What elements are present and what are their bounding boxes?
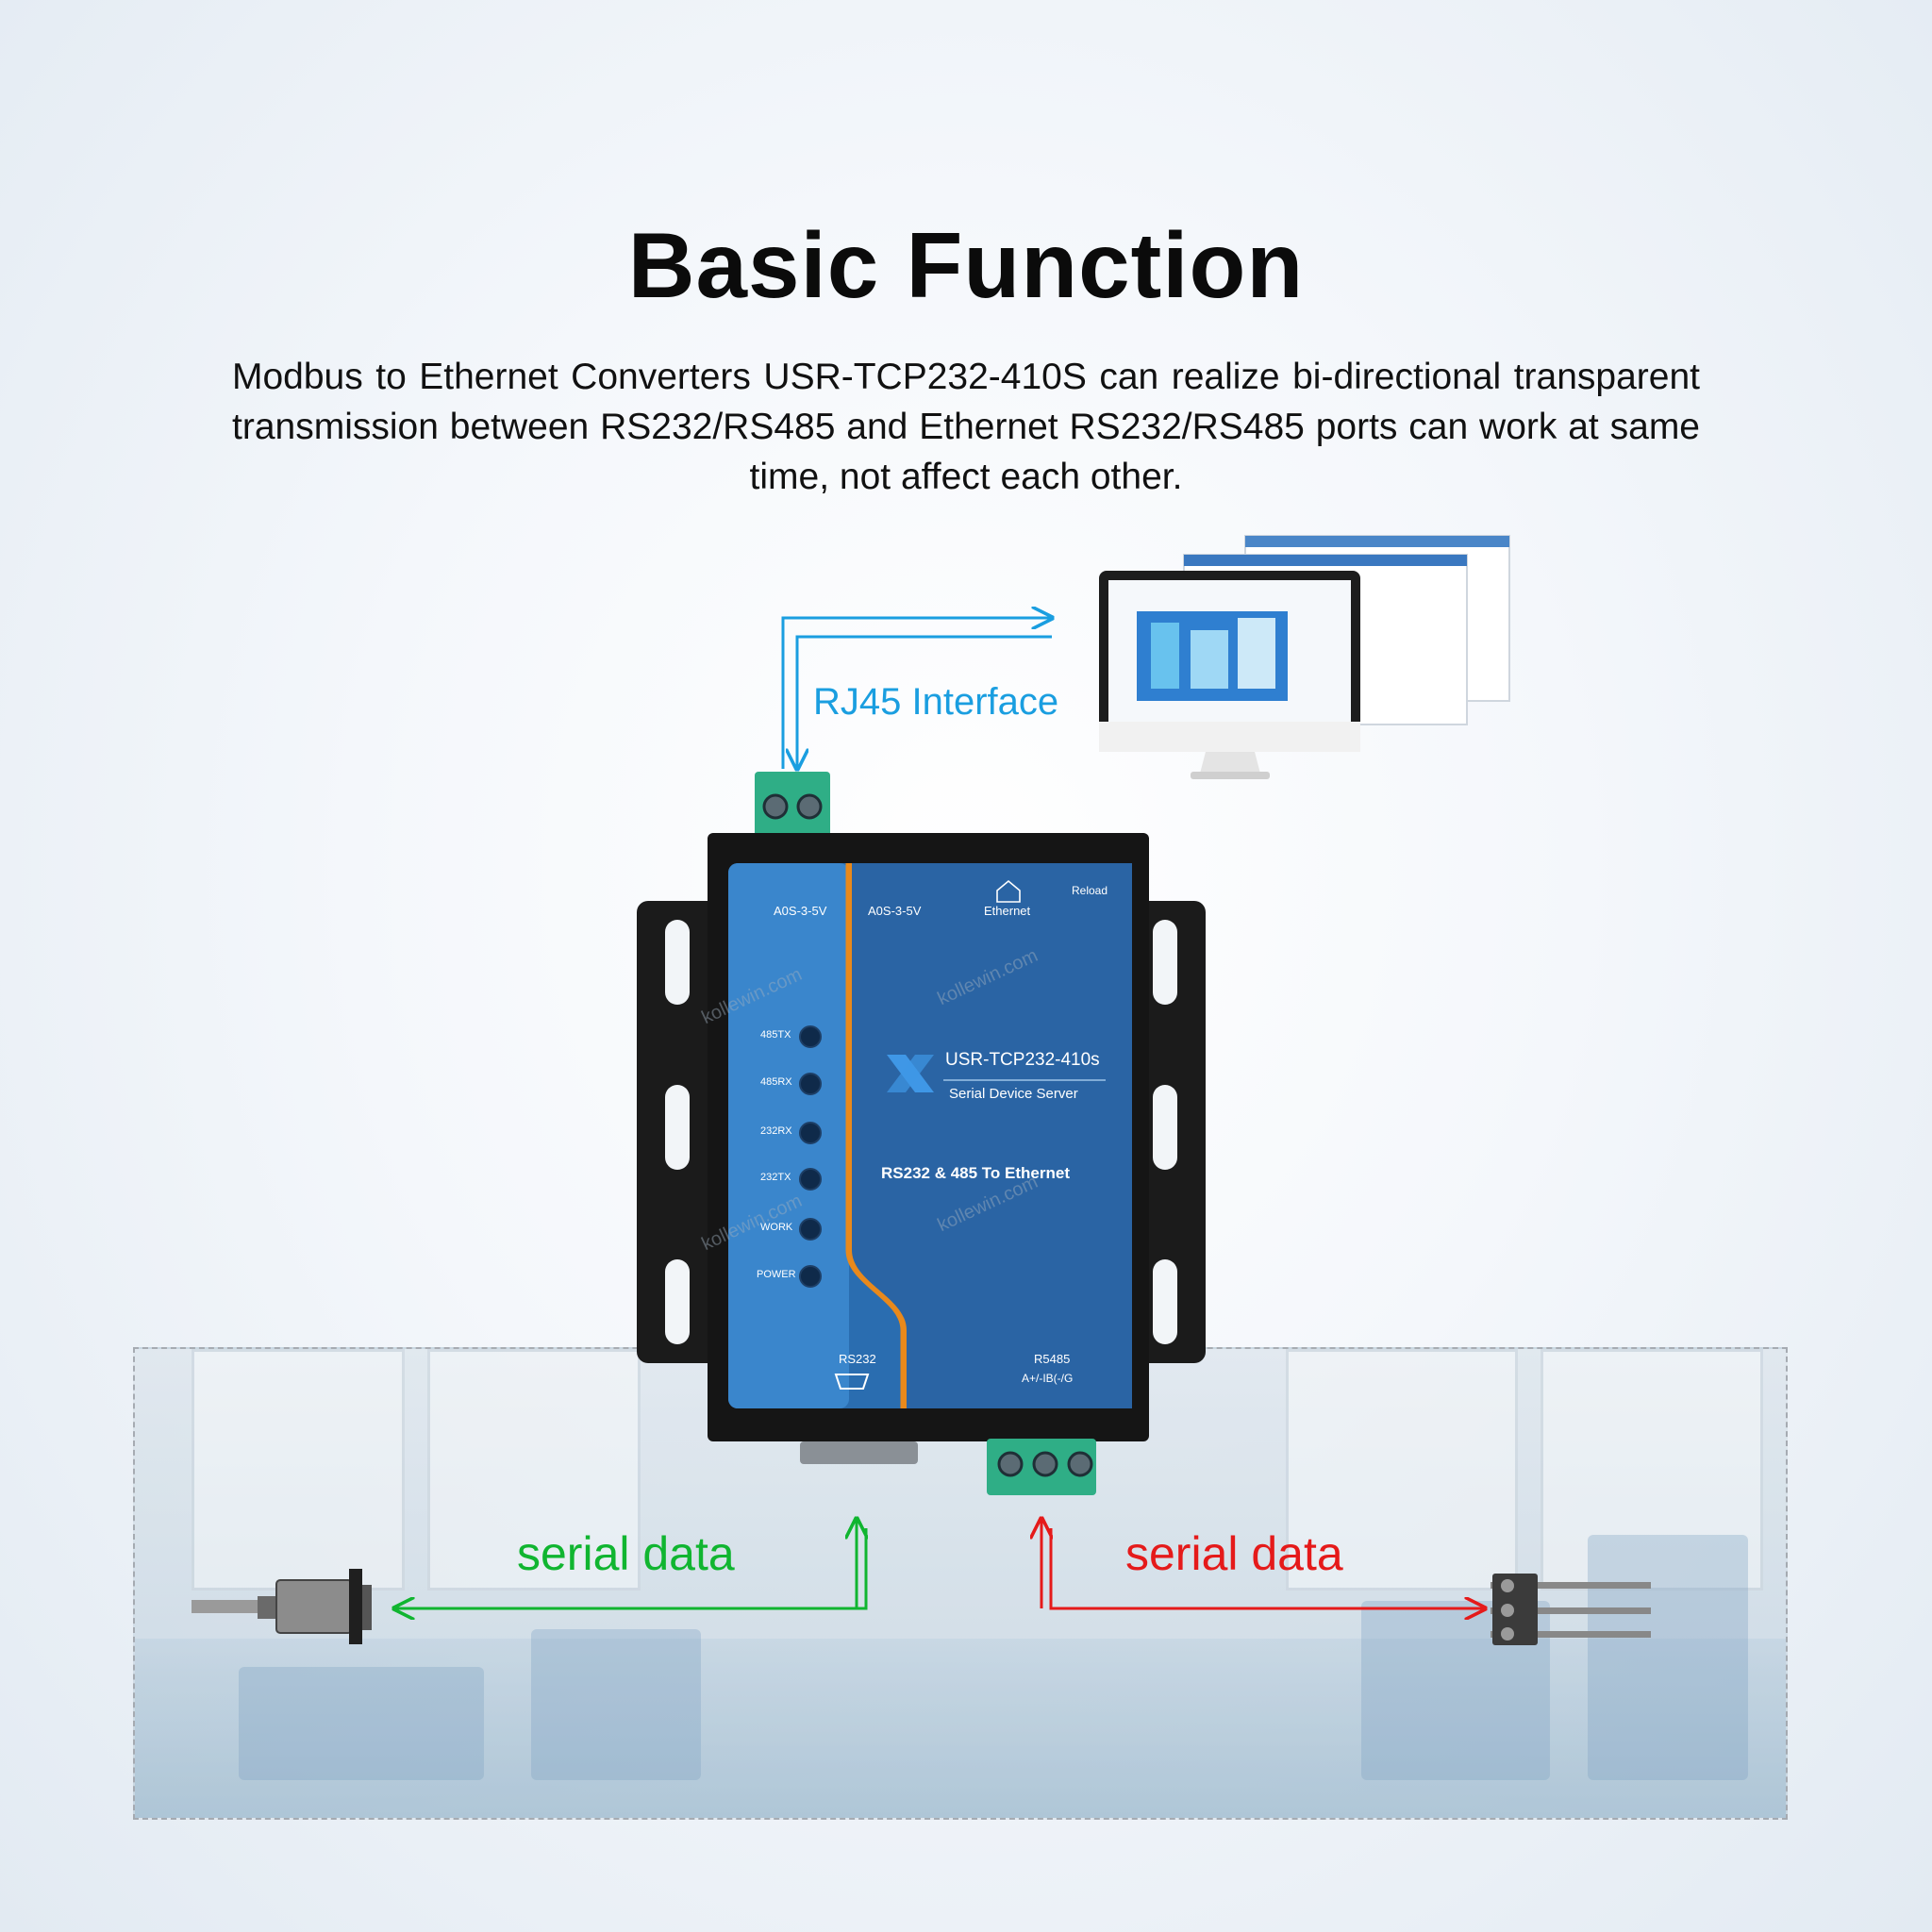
ethernet-icon [996, 879, 1021, 903]
ethernet-label: Ethernet [984, 904, 1031, 918]
terminal-pin-connector-icon [1491, 1574, 1651, 1645]
db9-cable-connector-icon [192, 1569, 372, 1644]
device-model: USR-TCP232-410s [945, 1050, 1100, 1070]
rs485-serial-arrow [1041, 1519, 1485, 1608]
rs485-pin-label: A+/-IB(-/G [1022, 1372, 1074, 1385]
reload-label: Reload [1072, 884, 1108, 897]
rj45-interface-label: RJ45 Interface [813, 681, 1059, 723]
status-leds [799, 1025, 822, 1288]
power-label-right: A0S-3-5V [868, 904, 922, 918]
db9-connector-bottom [800, 1441, 918, 1464]
device-tagline: RS232 & 485 To Ethernet [881, 1164, 1070, 1182]
rj45-arrow [781, 618, 1052, 769]
serial-data-label-rs485: serial data [1125, 1527, 1343, 1580]
led-label-485tx: 485TX [760, 1029, 791, 1041]
device-body [708, 833, 1149, 1441]
power-terminal-block [755, 772, 830, 838]
rs232-serial-arrow [394, 1519, 866, 1608]
brand-logo-icon [887, 1055, 934, 1092]
serial-data-label-rs232: serial data [517, 1527, 735, 1580]
led-label-485rx: 485RX [760, 1076, 792, 1088]
device-subtitle: Serial Device Server [949, 1086, 1078, 1102]
led-label-power: POWER [757, 1269, 796, 1280]
power-label-left: A0S-3-5V [774, 904, 827, 918]
rs232-port-label: RS232 [839, 1352, 876, 1366]
rs485-port-label: R5485 [1034, 1352, 1071, 1366]
page-title: Basic Function [627, 213, 1305, 317]
computer-monitor [1099, 535, 1510, 779]
led-label-work: WORK [760, 1222, 793, 1233]
rs232-port-icon [834, 1374, 870, 1390]
led-label-232tx: 232TX [760, 1172, 791, 1183]
led-label-232rx: 232RX [760, 1125, 792, 1137]
description-text: Modbus to Ethernet Converters USR-TCP232… [232, 357, 1700, 497]
rs485-terminal-block [987, 1439, 1096, 1495]
